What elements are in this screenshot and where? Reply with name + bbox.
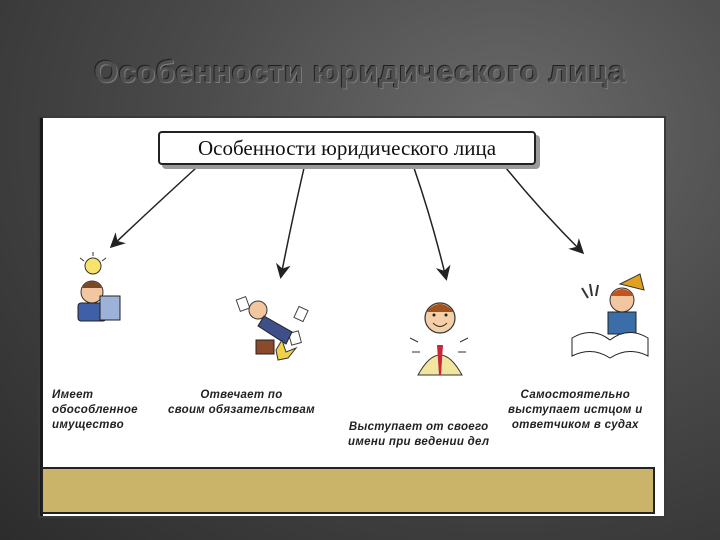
feature-1-line-3: имущество <box>52 418 138 433</box>
feature-3-line-1: Выступает от своего <box>348 420 489 435</box>
feature-label-2: Отвечает по своим обязательствам <box>168 388 315 418</box>
feature-3-line-2: имени при ведении дел <box>348 435 489 450</box>
arrow-to-feature-3 <box>414 168 446 278</box>
falling-person-with-papers-icon <box>236 297 308 360</box>
arrow-to-feature-4 <box>506 168 582 252</box>
feature-2-line-1: Отвечает по <box>168 388 315 403</box>
feature-label-1: Имеет обособленное имущество <box>52 388 138 433</box>
arrow-to-feature-1 <box>112 168 196 246</box>
feature-1-line-1: Имеет <box>52 388 138 403</box>
feature-4-line-2: выступает истцом и <box>508 403 643 418</box>
person-with-book-icon <box>572 274 648 358</box>
feature-2-line-2: своим обязательствам <box>168 403 315 418</box>
feature-label-4: Самостоятельно выступает истцом и ответч… <box>508 388 643 433</box>
smiling-man-icon <box>410 303 468 375</box>
person-with-lightbulb-icon <box>78 252 120 321</box>
feature-label-3: Выступает от своего имени при ведении де… <box>348 420 489 450</box>
feature-4-line-1: Самостоятельно <box>508 388 643 403</box>
center-concept-box: Особенности юридического лица <box>158 131 536 165</box>
feature-4-line-3: ответчиком в судах <box>508 418 643 433</box>
arrow-to-feature-2 <box>281 168 304 276</box>
feature-1-line-2: обособленное <box>52 403 138 418</box>
footer-bar <box>41 467 655 514</box>
